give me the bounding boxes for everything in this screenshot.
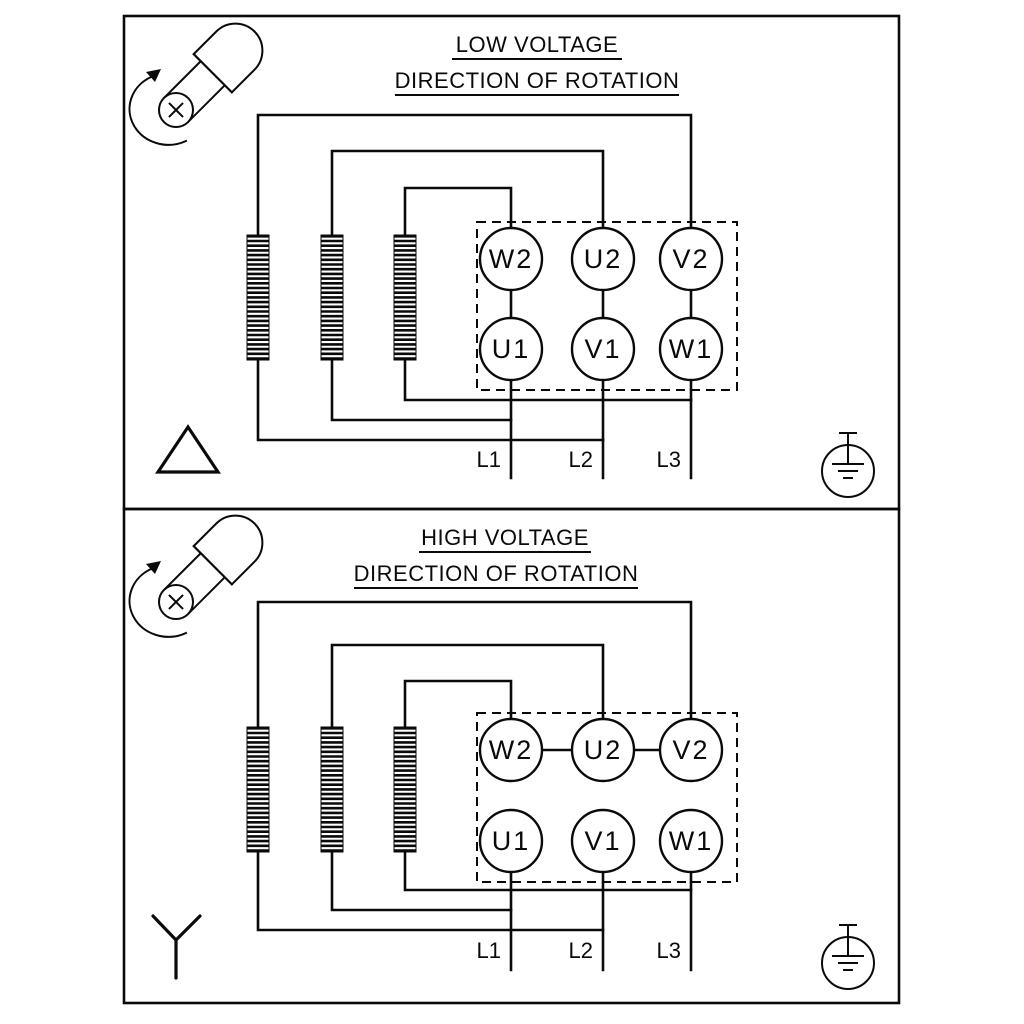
terminal-label: V2	[672, 244, 709, 274]
terminal-label: W2	[489, 735, 534, 765]
label-l1: L1	[477, 447, 501, 472]
label-l2: L2	[569, 447, 593, 472]
wire	[256, 849, 605, 932]
panel-subtitle: DIRECTION OF ROTATION	[354, 561, 639, 586]
line-labels: L1 L2 L3	[477, 938, 681, 963]
terminal-u2: U2	[570, 717, 636, 783]
earth-ground-icon	[821, 924, 875, 990]
terminal-label: W2	[489, 244, 534, 274]
terminal-v2: V2	[658, 717, 724, 783]
motor-windings	[247, 235, 416, 360]
delta-links	[509, 288, 693, 320]
line-labels: L1 L2 L3	[477, 447, 681, 472]
delta-symbol-icon	[155, 424, 221, 474]
panel-title: LOW VOLTAGE	[456, 32, 618, 57]
terminal-u1: U1	[478, 808, 544, 874]
terminal-v1: V1	[570, 316, 636, 382]
terminals: W2 U2 V2 U1 V1 W1	[478, 717, 724, 874]
label-l1: L1	[477, 938, 501, 963]
wire	[256, 357, 605, 442]
rotation-direction-icon	[128, 503, 275, 638]
terminal-label: W1	[669, 334, 714, 364]
wires	[256, 113, 693, 480]
wire	[256, 600, 693, 730]
terminal-v2: V2	[658, 226, 724, 292]
wire	[330, 149, 605, 238]
panel-title: HIGH VOLTAGE	[421, 525, 589, 550]
terminal-box	[476, 221, 738, 391]
wire	[256, 113, 693, 238]
wire	[403, 679, 513, 730]
wire	[403, 357, 693, 402]
terminal-label: U1	[492, 334, 531, 364]
earth-ground-icon	[821, 432, 875, 498]
terminal-v1: V1	[570, 808, 636, 874]
wire	[330, 643, 605, 730]
terminal-w2: W2	[478, 226, 544, 292]
terminal-w1: W1	[658, 808, 724, 874]
terminal-label: U2	[584, 735, 623, 765]
terminal-w1: W1	[658, 316, 724, 382]
terminal-label: U2	[584, 244, 623, 274]
wire	[330, 849, 513, 912]
terminal-box	[476, 712, 738, 883]
label-l2: L2	[569, 938, 593, 963]
wire	[403, 186, 513, 238]
terminal-label: V1	[584, 334, 621, 364]
star-symbol-icon	[151, 914, 202, 980]
terminal-label: V2	[672, 735, 709, 765]
terminal-u2: U2	[570, 226, 636, 292]
high-voltage-panel: HIGH VOLTAGE DIRECTION OF ROTATION W2	[122, 503, 901, 1005]
terminal-u1: U1	[478, 316, 544, 382]
label-l3: L3	[657, 447, 681, 472]
terminals: W2 U2 V2 U1 V1 W1	[478, 226, 724, 382]
terminal-label: U1	[492, 826, 531, 856]
label-l3: L3	[657, 938, 681, 963]
wires	[256, 600, 693, 972]
wire	[330, 357, 513, 422]
wire	[403, 849, 693, 892]
terminal-w2: W2	[478, 717, 544, 783]
panel-border	[122, 507, 901, 1005]
motor-windings	[247, 727, 416, 852]
low-voltage-panel: LOW VOLTAGE DIRECTION OF ROTATION	[122, 11, 901, 511]
rotation-direction-icon	[128, 11, 275, 146]
panel-subtitle: DIRECTION OF ROTATION	[395, 68, 680, 93]
terminal-label: W1	[669, 826, 714, 856]
terminal-label: V1	[584, 826, 621, 856]
